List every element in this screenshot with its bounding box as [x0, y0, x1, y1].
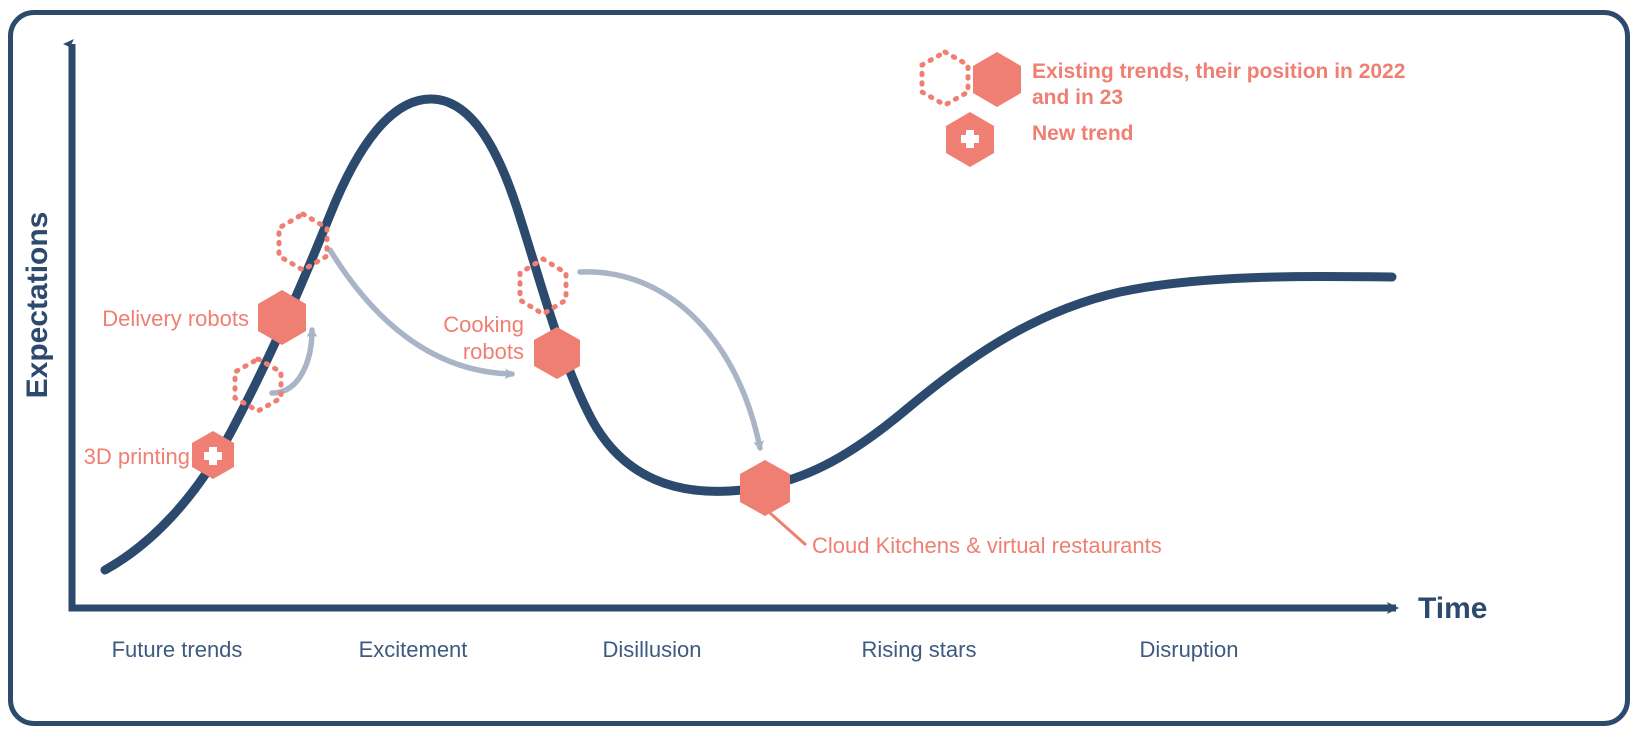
legend-label-existing-line1: Existing trends, their position in 2022 — [1032, 60, 1405, 83]
hexagon-dotted-icon — [919, 49, 971, 108]
marker-delivery-robots-2022[interactable] — [232, 356, 284, 414]
axes — [63, 39, 1399, 614]
hexagon-dotted-icon — [276, 211, 330, 273]
marker-3d-printing[interactable] — [192, 431, 234, 479]
label-cooking-robots-line2: robots — [463, 339, 524, 364]
label-cloud-kitchens: Cloud Kitchens & virtual restaurants — [812, 533, 1162, 558]
marker-cooking-robots-2022[interactable] — [517, 256, 569, 317]
label-3d-printing: 3D printing — [84, 444, 190, 469]
hexagon-dotted-icon — [517, 256, 569, 317]
cloud-kitchens-move-arrow — [577, 269, 764, 451]
label-cooking-robots-line1: Cooking — [443, 312, 524, 337]
label-delivery-robots: Delivery robots — [102, 306, 249, 331]
hexagon-filled-icon — [258, 290, 306, 345]
marker-upper-dotted-position[interactable] — [276, 211, 330, 273]
hexagon-filled-icon — [973, 52, 1021, 107]
legend-marker-existing — [919, 49, 1021, 108]
cooking-robots-move-arrow — [327, 247, 515, 380]
hexagon-filled-icon — [534, 327, 580, 379]
cloud-kitchens-leader-line — [769, 511, 807, 547]
marker-cloud-kitchens-2023[interactable] — [740, 460, 790, 516]
legend-label-existing-line2: and in 23 — [1032, 86, 1123, 109]
plus-icon — [961, 130, 979, 148]
x-category-future-trends: Future trends — [112, 637, 243, 662]
x-category-disruption: Disruption — [1139, 637, 1238, 662]
marker-cooking-robots-2023[interactable] — [534, 327, 580, 379]
hexagon-dotted-icon — [232, 356, 284, 414]
x-category-excitement: Excitement — [359, 637, 468, 662]
hexagon-filled-icon — [740, 460, 790, 516]
legend-label-new-trend: New trend — [1032, 122, 1134, 145]
marker-delivery-robots-2023[interactable] — [258, 290, 306, 345]
y-axis-title: Expectations — [21, 212, 54, 399]
legend-marker-new — [946, 112, 994, 167]
x-axis-title: Time — [1418, 592, 1487, 625]
x-category-rising-stars: Rising stars — [862, 637, 977, 662]
legend: Existing trends, their position in 2022 … — [919, 49, 1405, 167]
x-category-disillusion: Disillusion — [602, 637, 701, 662]
plus-icon — [204, 447, 222, 465]
